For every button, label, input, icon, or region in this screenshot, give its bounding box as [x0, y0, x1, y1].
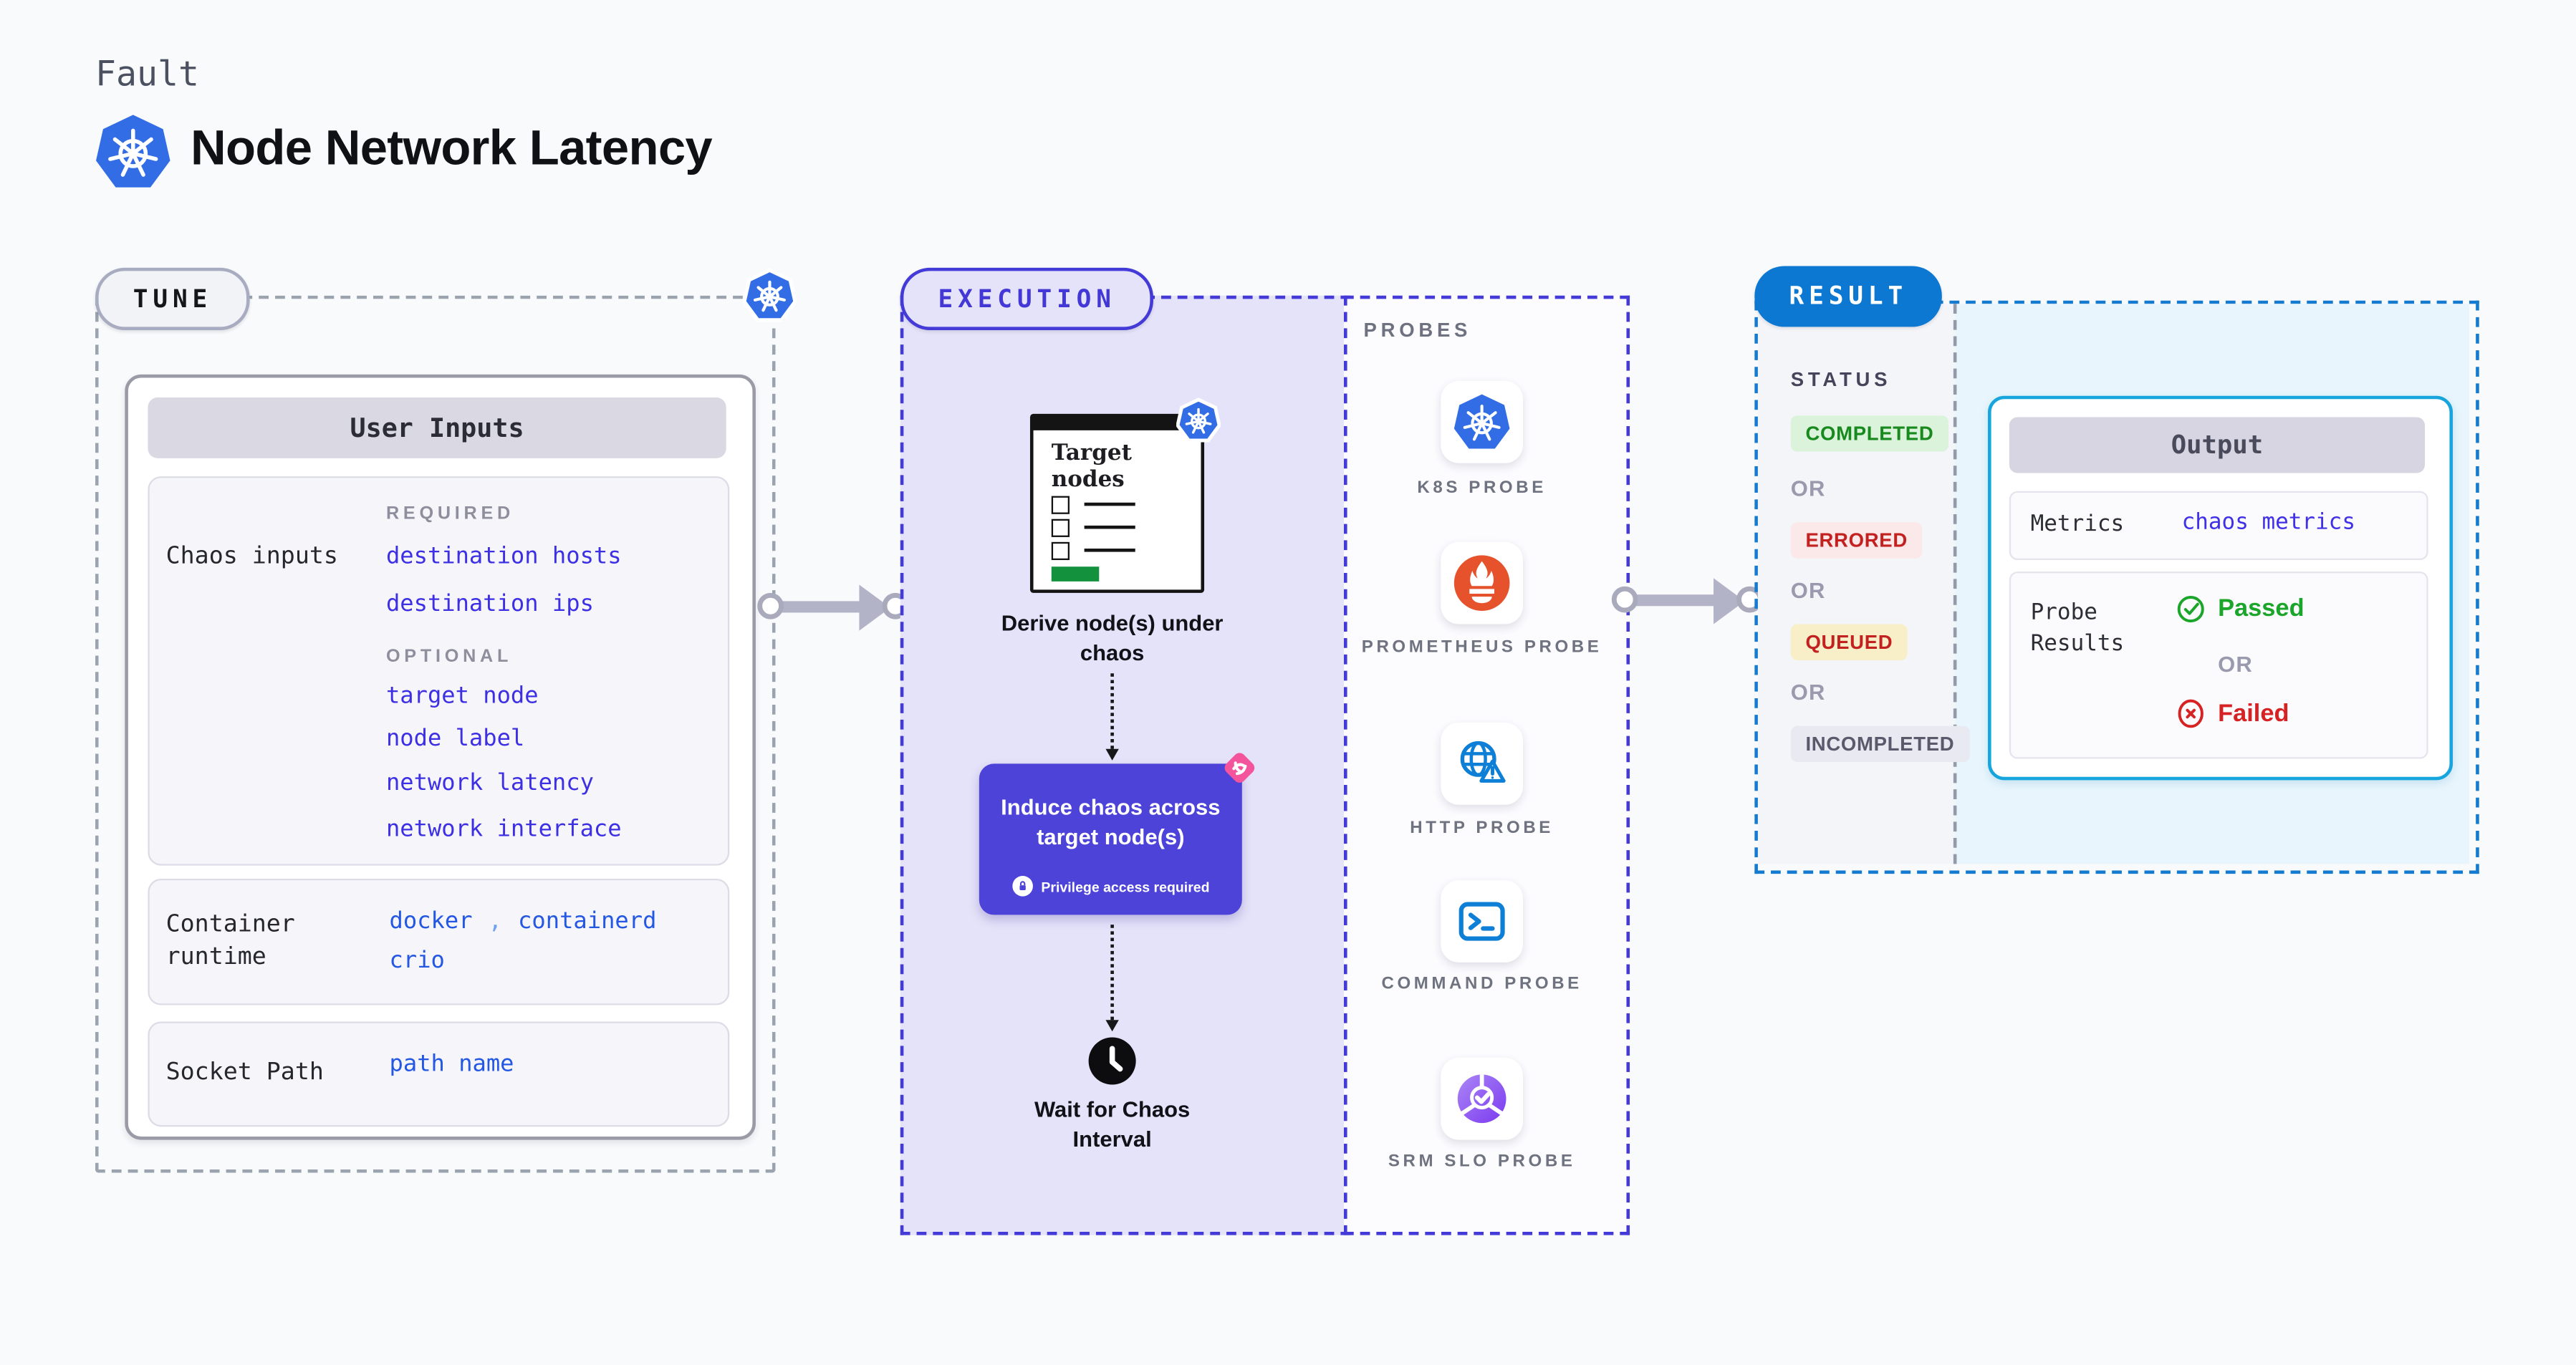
metrics-row: Metrics chaos metrics	[2009, 491, 2428, 561]
page-title: Node Network Latency	[191, 121, 713, 176]
required-item: destination ips	[385, 591, 594, 618]
required-item: destination hosts	[385, 544, 622, 570]
result-pill: RESULT	[1754, 266, 1943, 327]
passed-label: Passed	[2218, 594, 2305, 623]
optional-item: network interface	[385, 816, 622, 843]
chaos-inputs-panel: Chaos inputs REQUIRED destination hosts …	[148, 476, 730, 866]
probe-card-command	[1441, 880, 1523, 963]
optional-item: network latency	[385, 770, 594, 797]
container-runtime-values: docker , containerd	[390, 903, 657, 935]
clock-icon	[1088, 1037, 1136, 1085]
tune-section	[95, 295, 776, 1173]
metrics-label: Metrics	[2030, 511, 2125, 537]
derive-caption: Derive node(s) under chaos	[1001, 611, 1224, 665]
status-column-bg	[1757, 304, 1956, 864]
window-titlebar	[1032, 415, 1195, 430]
or-label: OR	[1790, 578, 1826, 603]
flow-arrow-icon	[1611, 565, 1763, 634]
or-label: OR	[1790, 680, 1826, 705]
socket-path-value: path name	[389, 1051, 514, 1078]
chaos-inputs-label: Chaos inputs	[165, 544, 338, 570]
kubernetes-icon	[1176, 397, 1221, 443]
optional-item: target node	[385, 683, 539, 710]
status-badge-completed: COMPLETED	[1790, 415, 1949, 452]
prometheus-icon	[1453, 555, 1510, 611]
socket-path-panel: Socket Path path name	[148, 1021, 730, 1127]
http-globe-warning-icon	[1460, 741, 1506, 783]
user-inputs-title: User Inputs	[148, 397, 726, 458]
target-nodes-card: Target nodes	[1029, 397, 1221, 593]
or-label: OR	[2218, 652, 2253, 677]
runtime-value: docker	[389, 908, 473, 935]
container-runtime-panel: Container runtime docker , containerd cr…	[148, 878, 730, 1005]
output-title: Output	[2009, 417, 2426, 473]
kubernetes-icon	[742, 268, 797, 322]
probe-card-prometheus	[1441, 541, 1523, 624]
chaos-icon	[1224, 753, 1255, 783]
probe-card-http	[1441, 723, 1523, 805]
probe-results-label: Probe Results	[2030, 599, 2125, 657]
probe-label: HTTP PROBE	[1410, 818, 1554, 838]
probe-card-k8s	[1441, 381, 1523, 463]
tune-pill: TUNE	[95, 267, 250, 330]
slo-donut-check-icon	[1457, 1074, 1506, 1124]
kubernetes-icon	[96, 115, 170, 188]
status-badge-incompleted: INCOMPLETED	[1790, 725, 1969, 763]
arrowhead-icon	[1105, 748, 1118, 761]
x-circle-icon	[2178, 699, 2203, 728]
probe-card-srm-slo	[1441, 1057, 1523, 1140]
container-runtime-label: Container runtime	[165, 911, 295, 971]
target-nodes-title: Target nodes	[1051, 440, 1132, 492]
induce-chaos-step: Induce chaos across target node(s) Privi…	[979, 753, 1255, 915]
probes-label: PROBES	[1363, 318, 1472, 342]
required-label: REQUIRED	[385, 504, 514, 524]
flow-arrow-icon	[757, 571, 909, 640]
privilege-note: Privilege access required	[979, 875, 1242, 897]
lock-icon	[1011, 875, 1033, 897]
optional-label: OPTIONAL	[385, 647, 513, 667]
dotted-connector	[1110, 925, 1114, 1021]
status-badge-queued: QUEUED	[1790, 624, 1908, 660]
confirm-button-bar	[1051, 566, 1100, 581]
privilege-note-text: Privilege access required	[1041, 877, 1210, 894]
socket-path-label: Socket Path	[165, 1059, 324, 1086]
status-badge-errored: ERRORED	[1790, 522, 1923, 559]
status-label: STATUS	[1790, 367, 1892, 391]
output-card: Output Metrics chaos metrics Probe Resul…	[1988, 395, 2454, 781]
runtime-value: containerd	[518, 908, 657, 935]
optional-item: node label	[385, 725, 525, 753]
column-divider	[1953, 304, 1957, 864]
probe-label: PROMETHEUS PROBE	[1361, 637, 1602, 657]
arrowhead-icon	[1105, 1020, 1118, 1032]
kubernetes-icon	[1453, 394, 1510, 449]
wait-caption: Wait for Chaos Interval	[1034, 1096, 1191, 1152]
execution-pill: EXECUTION	[900, 267, 1154, 330]
failed-label: Failed	[2218, 699, 2289, 728]
probe-label: SRM SLO PROBE	[1388, 1151, 1576, 1172]
runtime-separator: ,	[488, 908, 502, 935]
check-circle-icon	[2177, 596, 2204, 623]
fault-kicker: Fault	[95, 54, 200, 94]
metrics-value: chaos metrics	[2181, 508, 2355, 536]
user-inputs-card: User Inputs Chaos inputs REQUIRED destin…	[125, 374, 756, 1140]
or-label: OR	[1790, 476, 1826, 501]
dotted-connector	[1110, 673, 1114, 749]
probe-label: COMMAND PROBE	[1381, 973, 1582, 994]
terminal-icon	[1458, 902, 1505, 941]
probe-results-row: Probe Results Passed OR Failed	[2009, 571, 2428, 759]
probe-label: K8S PROBE	[1417, 478, 1547, 498]
runtime-value: crio	[389, 947, 445, 974]
induce-caption: Induce chaos across target node(s)	[1001, 795, 1221, 849]
